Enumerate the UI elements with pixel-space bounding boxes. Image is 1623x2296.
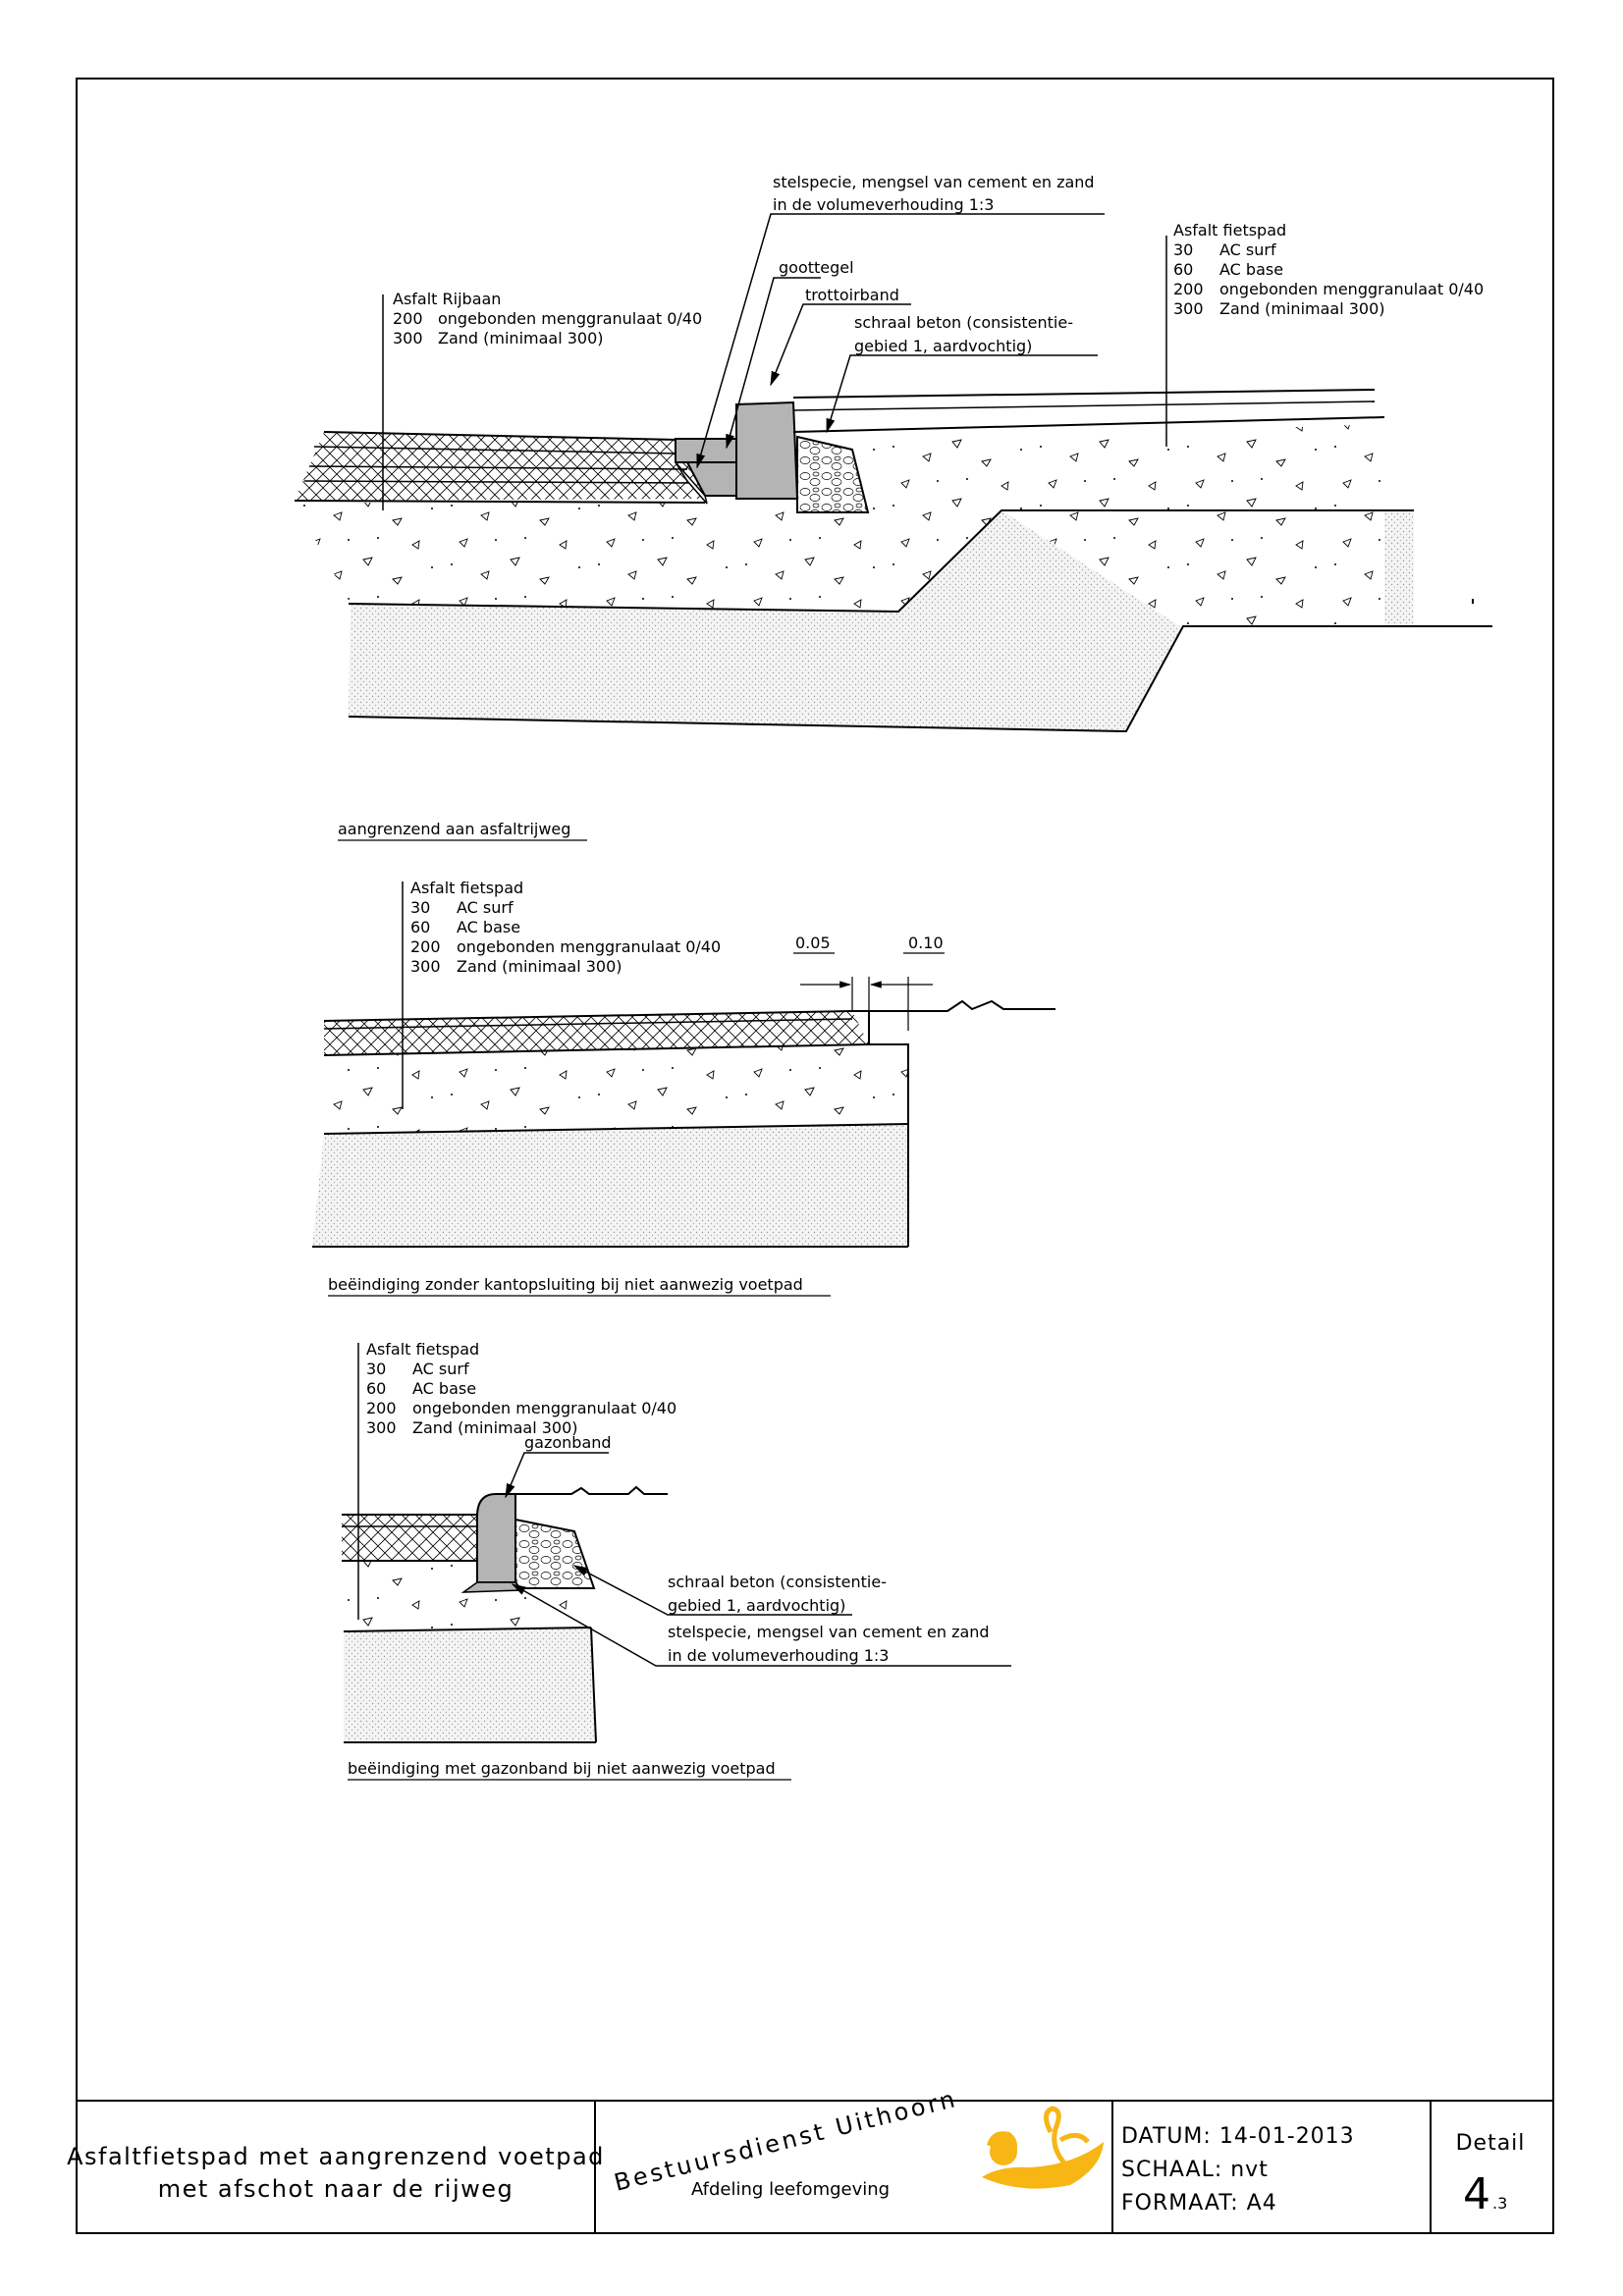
section-2-drawing [312,881,1055,1248]
path-layer-t: ongebonden menggranulaat 0/40 [1219,280,1484,298]
road-layer-t: ongebonden menggranulaat 0/40 [438,309,702,328]
sheet-border [76,78,1554,2234]
path-title: Asfalt fietspad [1173,221,1286,240]
path-layer-t: ongebonden menggranulaat 0/40 [412,1399,676,1417]
path-layer-n: 200 [366,1399,397,1417]
section-1-caption: aangrenzend aan asfaltrijweg [338,820,570,838]
section-1-labels: Asfalt Rijbaan 200 ongebonden menggranul… [338,173,1484,841]
dimension-label: 0.10 [908,934,944,952]
road-layer-n: 200 [393,309,423,328]
section-3-caption: beëindiging met gazonband bij niet aanwe… [348,1759,776,1778]
title-block: Asfaltfietspad met aangrenzend voetpad m… [67,2085,1553,2233]
path-layer-t: ongebonden menggranulaat 0/40 [457,937,721,956]
path-title: Asfalt fietspad [410,879,523,897]
drawing-title: Asfaltfietspad met aangrenzend voetpad [67,2143,605,2170]
path-layer-n: 60 [366,1379,386,1398]
beton-label: schraal beton (consistentie- [854,313,1073,332]
path-layer-t: Zand (minimaal 300) [1219,299,1385,318]
stelspecie-label: stelspecie, mengsel van cement en zand [668,1623,990,1641]
path-layer-t: AC base [1219,260,1283,279]
path-layer-n: 60 [1173,260,1193,279]
section-2-labels: Asfalt fietspad 30 AC surf 60 AC base 20… [328,879,944,1297]
path-layer-n: 200 [1173,280,1204,298]
organization-logo: Bestuursdienst Uithoorn Afdeling leefomg… [612,2085,1104,2200]
road-title: Asfalt Rijbaan [393,290,501,308]
formaat-text: FORMAAT: A4 [1121,2191,1277,2216]
detail-label: Detail [1456,2131,1526,2156]
schaal-text: SCHAAL: nvt [1121,2158,1269,2182]
beton-label: gebied 1, aardvochtig) [854,337,1032,355]
goottegel-label: goottegel [779,258,854,277]
path-layer-t: AC surf [1219,240,1276,259]
dimension-label: 0.05 [795,934,831,952]
drawing-title: met afschot naar de rijweg [158,2175,514,2203]
gazonband-label: gazonband [524,1433,612,1452]
path-layer-t: Zand (minimaal 300) [412,1418,578,1437]
path-layer-n: 30 [410,898,430,917]
path-layer-n: 300 [366,1418,397,1437]
path-layer-t: AC base [457,918,520,936]
path-layer-n: 30 [366,1360,386,1378]
section-1-drawing [294,213,1492,733]
detail-subnumber: .3 [1492,2194,1507,2213]
trottoirband-label: trottoirband [805,286,899,304]
path-layer-n: 300 [410,957,441,976]
beton-label: gebied 1, aardvochtig) [668,1596,845,1615]
section-3-drawing [342,1343,1011,1743]
section-3-labels: Asfalt fietspad 30 AC surf 60 AC base 20… [348,1340,990,1781]
path-layer-n: 60 [410,918,430,936]
stelspecie-label: stelspecie, mengsel van cement en zand [773,173,1095,191]
road-layer-n: 300 [393,329,423,347]
detail-number: 4 [1463,2169,1490,2219]
datum-text: DATUM: 14-01-2013 [1121,2124,1355,2149]
path-title: Asfalt fietspad [366,1340,479,1359]
road-layer-t: Zand (minimaal 300) [438,329,604,347]
stelspecie-label: in de volumeverhouding 1:3 [773,195,994,214]
path-layer-t: AC surf [412,1360,469,1378]
path-layer-n: 200 [410,937,441,956]
stelspecie-label: in de volumeverhouding 1:3 [668,1646,889,1665]
path-layer-n: 30 [1173,240,1193,259]
path-layer-t: AC surf [457,898,514,917]
path-layer-t: Zand (minimaal 300) [457,957,622,976]
path-layer-n: 300 [1173,299,1204,318]
woman-horn-logo-icon [982,2106,1104,2189]
beton-label: schraal beton (consistentie- [668,1573,887,1591]
org-dept: Afdeling leefomgeving [691,2179,890,2200]
section-2-caption: beëindiging zonder kantopsluiting bij ni… [328,1275,803,1294]
path-layer-t: AC base [412,1379,476,1398]
